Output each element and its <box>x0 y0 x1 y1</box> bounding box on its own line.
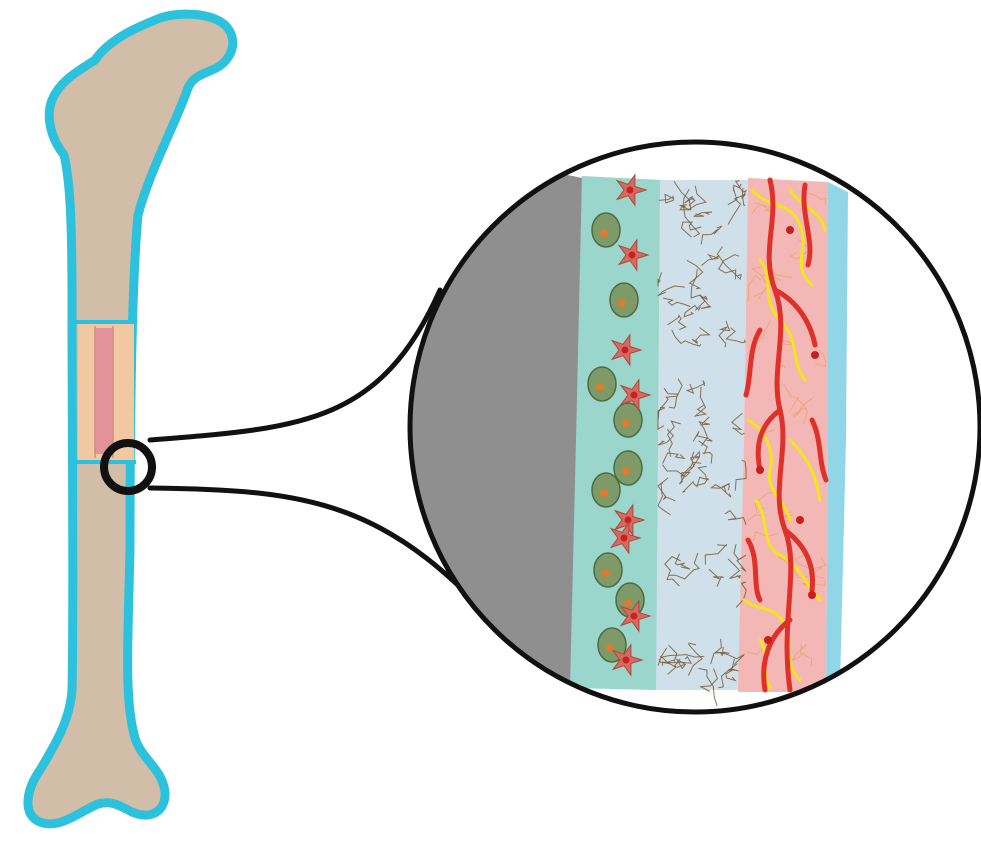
cell-nucleus <box>629 252 636 259</box>
cell-nucleus <box>625 517 632 524</box>
vessel-cell <box>808 591 816 599</box>
vessel-cell <box>811 351 819 359</box>
cell-nucleus <box>596 383 604 391</box>
connector-line-top <box>150 290 440 440</box>
cambium-layer <box>570 176 662 690</box>
cell-nucleus <box>622 467 630 475</box>
vessel-cell <box>786 226 794 234</box>
vessel-cell <box>756 466 764 474</box>
vessel-cell <box>796 516 804 524</box>
cell-nucleus <box>600 229 608 237</box>
cell-nucleus <box>631 392 638 399</box>
cell-nucleus <box>623 657 630 664</box>
vessel-cell <box>764 636 772 644</box>
cell-nucleus <box>627 187 634 194</box>
fibrous-layer <box>656 180 748 690</box>
cell-nucleus <box>618 299 626 307</box>
cell-nucleus <box>631 613 638 620</box>
cell-nucleus <box>621 535 628 542</box>
cell-nucleus <box>622 419 630 427</box>
cortical-bone-layer <box>400 140 582 700</box>
cell-nucleus <box>622 347 629 354</box>
cell-nucleus <box>624 599 632 607</box>
cell-nucleus <box>602 569 610 577</box>
cell-nucleus <box>600 489 608 497</box>
